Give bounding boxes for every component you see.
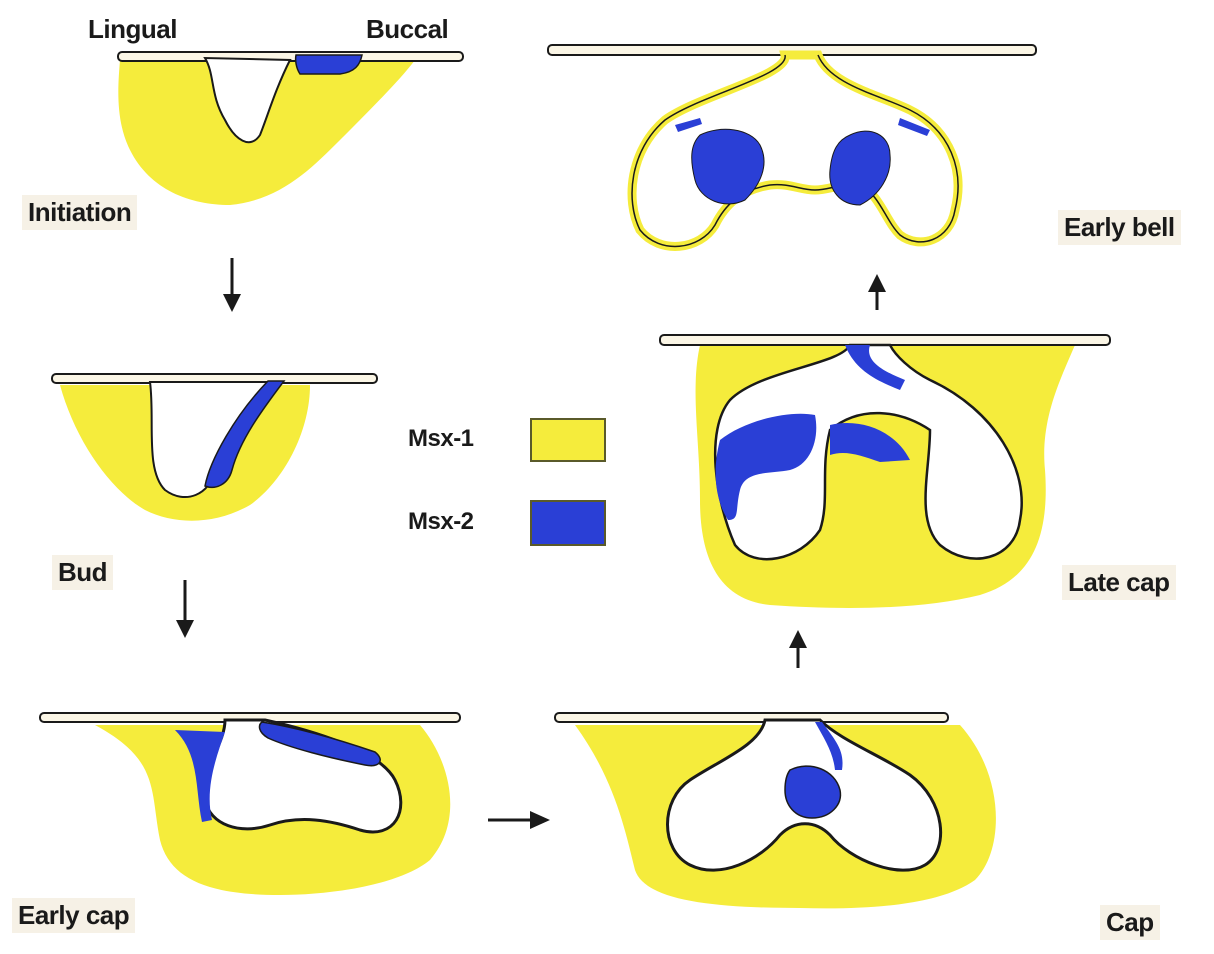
cap-diagram bbox=[555, 713, 996, 908]
arrow-right-icon bbox=[488, 811, 550, 829]
stage-label-bud: Bud bbox=[52, 555, 113, 590]
arrow-up-icon bbox=[868, 274, 886, 310]
stage-label-early-bell: Early bell bbox=[1058, 210, 1181, 245]
legend-label-msx1: Msx-1 bbox=[408, 425, 474, 453]
arrow-up-icon bbox=[789, 630, 807, 668]
stage-label-initiation: Initiation bbox=[22, 195, 137, 230]
stage-label-cap: Cap bbox=[1100, 905, 1160, 940]
legend-label-msx2: Msx-2 bbox=[408, 508, 474, 536]
msx2-region-initiation bbox=[296, 55, 362, 74]
initiation-diagram bbox=[118, 52, 463, 205]
stage-label-early-cap: Early cap bbox=[12, 898, 135, 933]
early-bell-diagram bbox=[548, 45, 1036, 246]
stage-label-late-cap: Late cap bbox=[1062, 565, 1176, 600]
bud-diagram bbox=[52, 374, 377, 521]
oral-ectoderm-late-cap bbox=[660, 335, 1110, 345]
early-cap-diagram bbox=[40, 713, 460, 895]
arrow-down-icon bbox=[176, 580, 194, 638]
legend-swatch-msx2 bbox=[530, 500, 606, 546]
lingual-label: Lingual bbox=[88, 14, 177, 45]
enamel-organ-early-bell bbox=[632, 55, 958, 246]
oral-ectoderm-cap bbox=[555, 713, 948, 722]
late-cap-diagram bbox=[660, 335, 1110, 608]
legend-swatch-msx1 bbox=[530, 418, 606, 462]
buccal-label: Buccal bbox=[366, 14, 448, 45]
arrow-down-icon bbox=[223, 258, 241, 312]
